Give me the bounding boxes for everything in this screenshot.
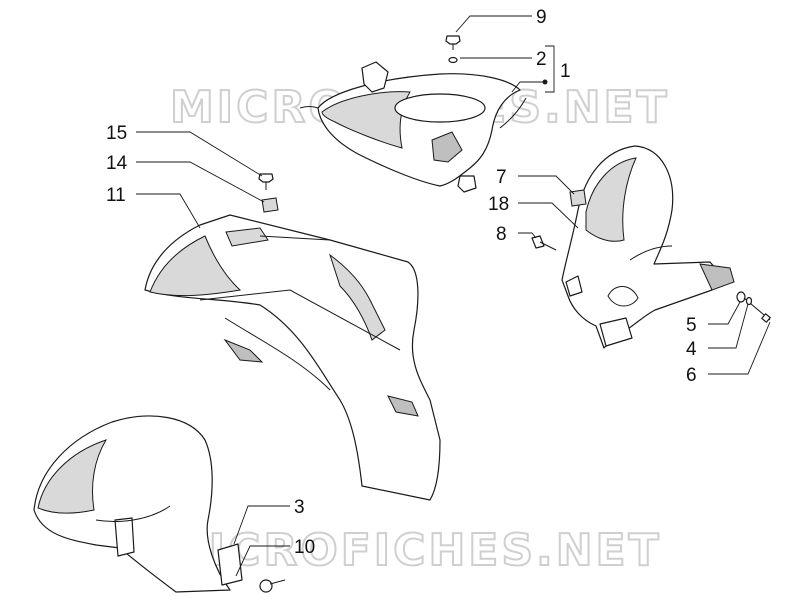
leader-4: [708, 303, 749, 349]
callout-7: 7: [496, 167, 507, 188]
callout-10: 10: [294, 537, 315, 558]
leader-10: [235, 545, 290, 577]
part-clip-14[interactable]: [261, 197, 279, 213]
part-inner-shield[interactable]: [144, 214, 441, 501]
part-rear-cover-right[interactable]: [561, 145, 735, 349]
leader-3: [233, 505, 290, 545]
part-front-mudguard[interactable]: [33, 415, 243, 593]
leader-5: [708, 301, 741, 325]
leader-7: [518, 175, 575, 195]
callout-18: 18: [488, 194, 509, 215]
part-screw-10[interactable]: [259, 579, 286, 593]
leader-14: [136, 161, 265, 203]
leader-1b: [511, 81, 545, 93]
part-washer-5[interactable]: [745, 296, 753, 306]
watermark-bottom: MICROFICHES.NET: [162, 525, 662, 576]
part-washer-2[interactable]: [448, 56, 458, 64]
leader-18: [518, 202, 579, 229]
part-screw-15[interactable]: [258, 173, 274, 190]
callout-1: 1: [560, 61, 571, 82]
leader-lines: [136, 15, 771, 577]
callout-labels: 9 2 1 15 14 11 7 18 8 5 4 6 3 10: [106, 7, 697, 558]
part-upper-cover[interactable]: [299, 61, 527, 193]
part-bolt-6[interactable]: [736, 291, 771, 323]
callout-8: 8: [496, 224, 507, 245]
callout-15: 15: [106, 123, 127, 144]
leader-6: [708, 321, 771, 375]
leader-11: [136, 193, 201, 229]
callout-4: 4: [686, 339, 697, 360]
leader-8: [518, 232, 537, 239]
part-screw-9[interactable]: [445, 35, 461, 50]
callout-2: 2: [536, 49, 547, 70]
leader-1: [545, 45, 555, 93]
callout-11: 11: [106, 185, 126, 206]
callout-6: 6: [686, 365, 697, 386]
callout-3: 3: [294, 497, 305, 518]
leader-9: [455, 15, 532, 33]
part-screw-8[interactable]: [531, 235, 557, 251]
callout-5: 5: [686, 315, 697, 336]
callout-9: 9: [536, 7, 547, 28]
leader-15: [136, 131, 263, 177]
callout-14: 14: [106, 153, 128, 174]
